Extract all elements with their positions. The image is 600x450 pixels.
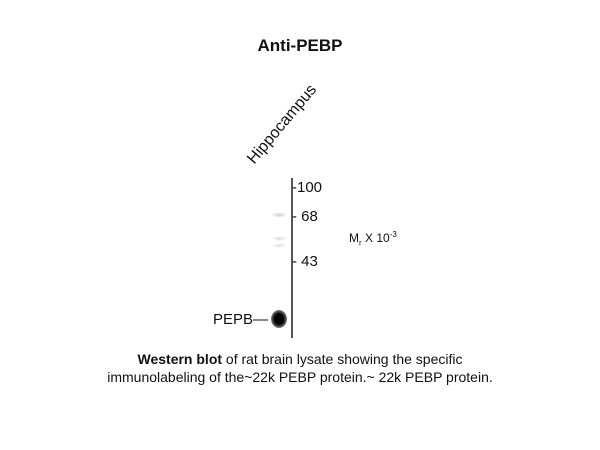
marker-68: - 68 — [292, 208, 318, 225]
caption-line1: of rat brain lysate showing the specific — [222, 351, 463, 367]
figure-caption: Western blot of rat brain lysate showing… — [0, 350, 600, 386]
band-label-pepb: PEPB— — [213, 311, 269, 328]
caption-bold: Western blot — [137, 351, 223, 367]
band-main — [271, 310, 287, 328]
marker-axis — [291, 178, 293, 338]
caption-line2: immunolabeling of the~22k PEBP protein.~… — [107, 369, 493, 385]
figure-title: Anti-PEBP — [257, 36, 343, 55]
band-faint-mid2 — [271, 243, 287, 248]
mr-unit-label: Mr X 10-3 — [349, 230, 397, 248]
marker-43: - 43 — [292, 253, 318, 270]
band-faint-high — [271, 212, 287, 218]
marker-100: -100 — [292, 179, 323, 196]
blot-lane — [271, 178, 287, 338]
lane-label: Hippocampus — [244, 81, 321, 168]
band-faint-mid1 — [271, 236, 287, 241]
